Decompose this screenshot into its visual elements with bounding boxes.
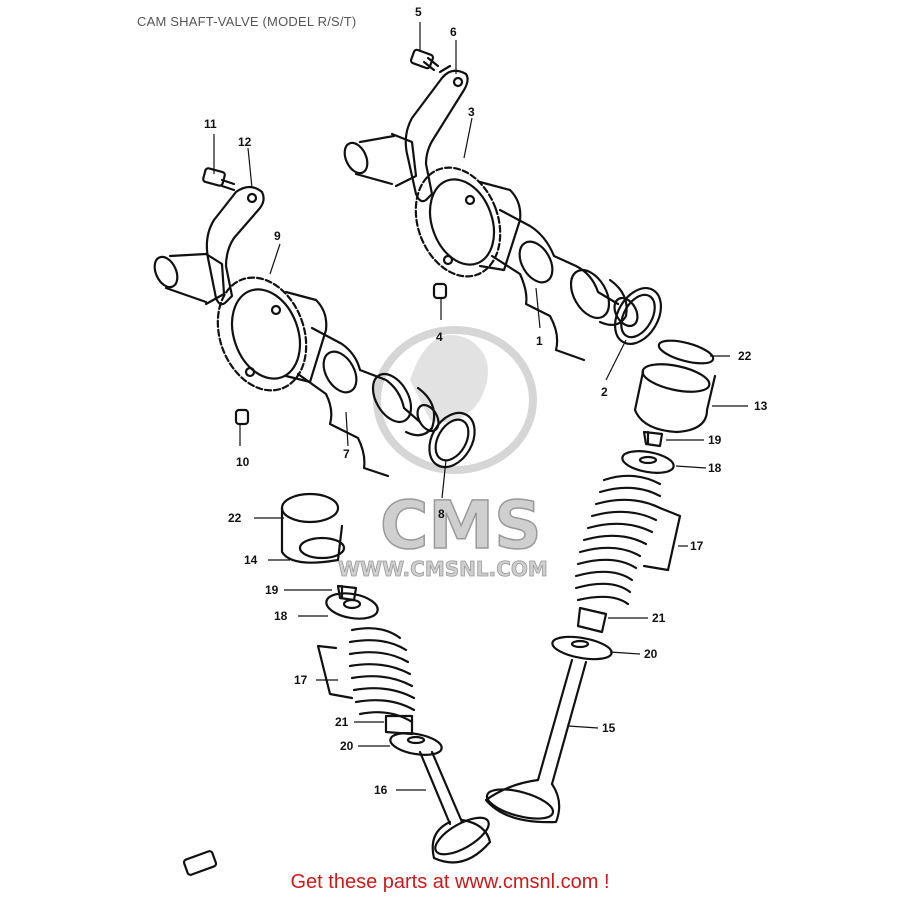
callout-12: 12 (238, 135, 252, 149)
spring-17-right (574, 474, 662, 606)
callout-4: 4 (436, 330, 443, 344)
valve-16 (418, 750, 492, 864)
shim-22-right (657, 339, 715, 365)
tappet-13 (633, 363, 717, 434)
cam-chain-guide-6 (404, 64, 469, 203)
shim-22-left (280, 492, 340, 524)
pin-4 (432, 282, 448, 300)
ring-2 (613, 287, 663, 345)
callout-22-left: 22 (228, 511, 242, 525)
callout-2: 2 (601, 385, 608, 399)
spring-seat-20-left (389, 732, 443, 756)
cotter-19-right (642, 430, 664, 448)
callout-19-right: 19 (708, 433, 722, 447)
callout-22-right: 22 (738, 349, 752, 363)
bracket-17-left (316, 644, 354, 700)
bolt-11 (202, 167, 236, 192)
footer-promo-text: Get these parts at www.cmsnl.com ! (290, 871, 610, 893)
leader-lines (213, 22, 748, 791)
callout-7: 7 (343, 447, 350, 461)
cms-watermark: CMS WWW.CMSNL.COM (338, 326, 548, 581)
callout-21-right: 21 (652, 611, 666, 625)
watermark-brand: CMS (380, 487, 542, 564)
bracket-17-right (642, 506, 682, 572)
callout-17-left: 17 (294, 673, 308, 687)
callout-17-right: 17 (690, 539, 704, 553)
callout-6: 6 (450, 25, 457, 39)
callout-14: 14 (244, 553, 258, 567)
tappet-14 (280, 506, 346, 564)
cam-sprocket-9 (216, 276, 328, 392)
ring-8 (428, 411, 476, 469)
retainer-18-left (325, 592, 379, 620)
callout-3: 3 (468, 105, 475, 119)
callout-20-right: 20 (644, 647, 658, 661)
cam-sprocket-3 (414, 166, 522, 278)
callout-18-left: 18 (274, 609, 288, 623)
cam-chain-guide-12 (205, 185, 265, 306)
valve-15 (484, 658, 588, 824)
callout-21-left: 21 (335, 715, 349, 729)
scale-logo-icon (182, 850, 218, 876)
callout-19-left: 19 (265, 583, 279, 597)
retainer-18-right (621, 450, 675, 474)
callout-13: 13 (754, 399, 768, 413)
callout-15: 15 (602, 721, 616, 735)
spring-seat-20-right (551, 635, 613, 661)
page-title: CAM SHAFT-VALVE (MODEL R/S/T) (137, 14, 357, 29)
callout-16: 16 (374, 783, 388, 797)
callout-10: 10 (236, 455, 250, 469)
callout-9: 9 (274, 229, 281, 243)
seal-21-right (576, 606, 608, 634)
callout-5: 5 (415, 5, 422, 19)
callout-8: 8 (438, 507, 445, 521)
callout-18-right: 18 (708, 461, 722, 475)
pin-10 (234, 408, 250, 426)
camshaft-1 (343, 132, 639, 362)
callout-20-left: 20 (340, 739, 354, 753)
callout-labels: 5 6 3 4 1 2 11 12 9 10 7 8 22 13 19 18 1… (204, 5, 768, 797)
watermark-url: WWW.CMSNL.COM (338, 557, 548, 581)
bolt-5 (409, 48, 440, 72)
callout-1: 1 (536, 334, 543, 348)
spring-17-left (348, 627, 416, 724)
callout-11: 11 (204, 117, 217, 131)
